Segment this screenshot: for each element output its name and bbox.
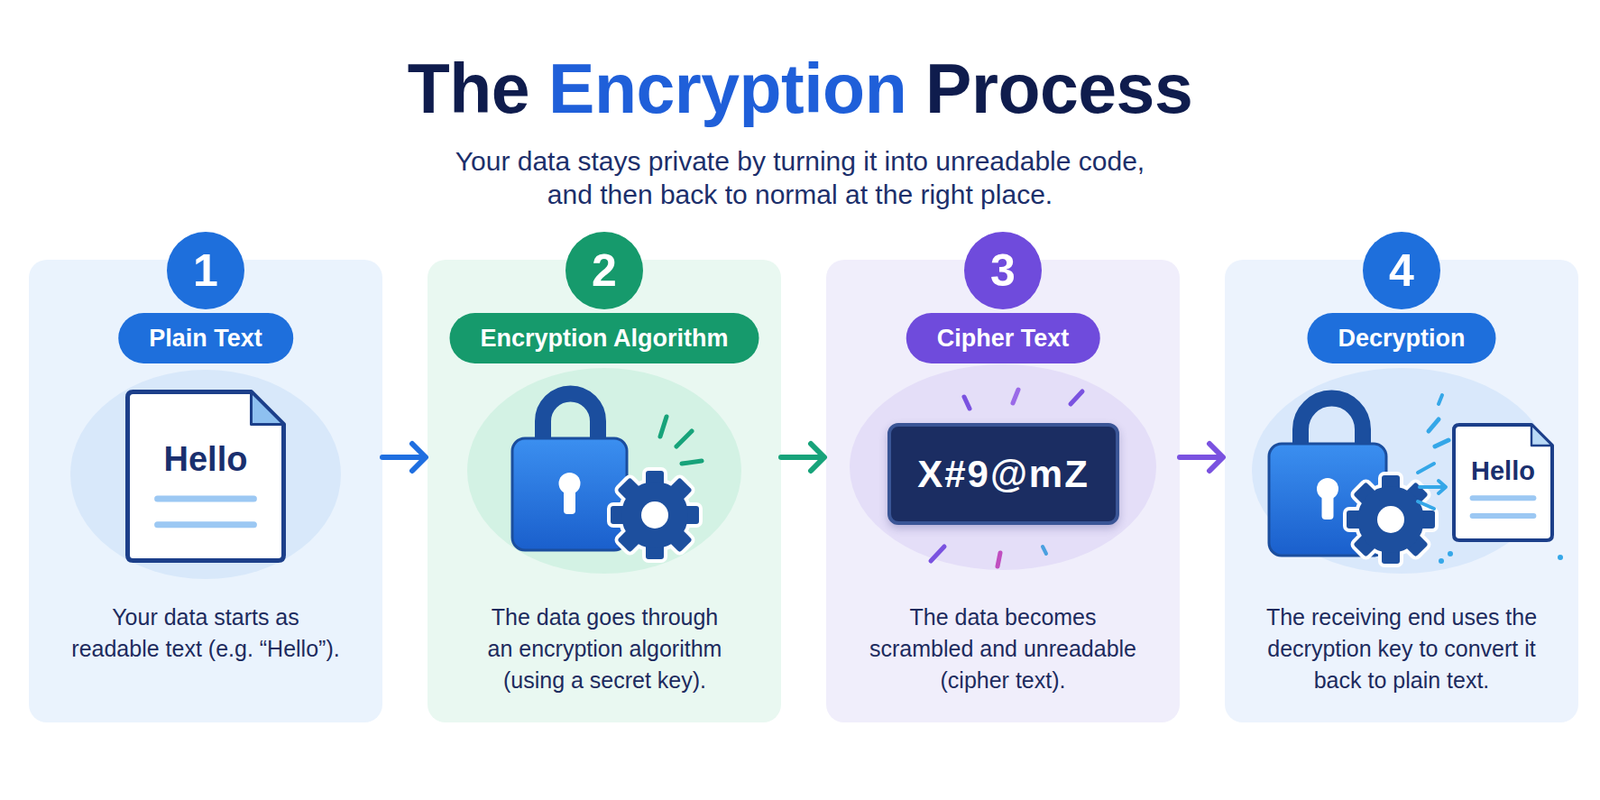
step-heading: Cipher Text — [906, 312, 1101, 364]
keyhole — [563, 487, 576, 515]
step-number: 1 — [166, 231, 245, 310]
step-description: The receiving end uses the decryption ke… — [1261, 601, 1542, 697]
cipher-art — [849, 364, 1157, 571]
background-blob — [849, 364, 1157, 571]
document-text: Hello — [125, 439, 286, 481]
gear-symbol — [610, 470, 699, 560]
step-description: The data becomes scrambled and unreadabl… — [863, 601, 1143, 697]
cipher-text: X#9@mZ — [917, 452, 1090, 497]
text-line — [1472, 495, 1535, 501]
gear-hole — [641, 501, 669, 529]
spark-line — [676, 431, 692, 447]
arrow-head — [810, 443, 825, 471]
text-line — [157, 495, 255, 502]
title-word: The — [407, 49, 530, 128]
flow-arrow — [382, 443, 426, 471]
step-number-text: 1 — [166, 231, 245, 310]
lock-body — [512, 438, 627, 551]
background-blob — [467, 367, 742, 574]
spark-line — [1434, 440, 1449, 447]
step-description: The data goes through an encryption algo… — [480, 601, 729, 697]
spark-line — [660, 416, 667, 437]
spark-line — [1438, 395, 1443, 405]
step-number-text: 3 — [964, 231, 1042, 310]
page-fold — [251, 392, 285, 425]
plain-text-art — [70, 369, 341, 580]
arrow-shaft — [781, 454, 824, 460]
spark-line — [681, 460, 702, 464]
arrow-shaft — [1179, 454, 1223, 460]
arrow-shaft — [382, 454, 425, 460]
transfer-head — [1438, 480, 1446, 494]
gear-hole — [1377, 505, 1405, 534]
gear-outline — [610, 470, 699, 560]
background-blob — [70, 369, 341, 580]
document-icon: Hello — [1452, 422, 1555, 543]
spark-line — [1417, 463, 1435, 473]
flow-arrow — [781, 443, 825, 471]
step-number: 4 — [1362, 231, 1441, 310]
text-line — [157, 521, 255, 528]
title-word: Encryption — [548, 49, 907, 128]
flow-arrow — [1179, 443, 1223, 471]
title-text: The Encryption Process — [407, 49, 1194, 128]
text-line — [1472, 513, 1535, 519]
arrow-head — [412, 443, 426, 471]
step-number: 2 — [565, 231, 644, 310]
transfer-line — [1419, 485, 1445, 489]
document-icon: Hello — [125, 389, 286, 563]
encryption-art — [467, 367, 742, 574]
keyhole — [1322, 492, 1334, 520]
spark-line — [1428, 419, 1439, 432]
step-description: Your data starts as readable text (e.g. … — [70, 601, 341, 665]
step-number-text: 2 — [565, 231, 644, 310]
step-heading: Encryption Algorithm — [450, 312, 760, 364]
spark-line — [997, 552, 1001, 567]
title-block: The Encryption Process — [0, 50, 1600, 128]
spark-dot — [1438, 558, 1444, 564]
spark-line — [930, 546, 945, 561]
subtitle-block: Your data stays private by turning it in… — [439, 144, 1161, 212]
cipher-box: X#9@mZ — [887, 422, 1120, 525]
spark-dot — [1447, 551, 1453, 557]
step-number: 3 — [964, 231, 1042, 310]
subtitle-text: Your data stays private by turning it in… — [455, 146, 1145, 210]
spark-line — [964, 396, 970, 409]
spark-line — [1070, 391, 1083, 405]
spark-dot — [1557, 554, 1564, 561]
spark-line — [1417, 501, 1435, 509]
step-heading: Plain Text — [118, 312, 294, 364]
title-word: Process — [925, 49, 1193, 128]
step-heading: Decryption — [1306, 312, 1496, 364]
spark-line — [1042, 546, 1047, 554]
arrow-head — [1209, 443, 1223, 471]
step-number-text: 4 — [1362, 231, 1441, 310]
gear-body — [610, 470, 699, 560]
spark-line — [1012, 389, 1019, 404]
document-text: Hello — [1452, 455, 1555, 488]
page-fold — [1531, 424, 1553, 446]
